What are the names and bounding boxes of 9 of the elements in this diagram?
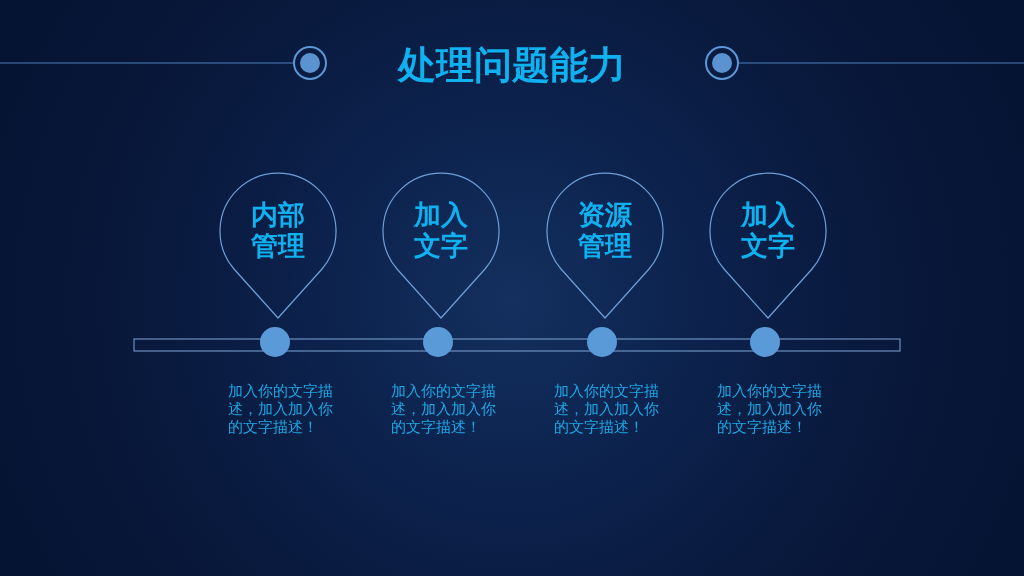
description-text: 加入你的文字描述，加入加入你的文字描述！ — [554, 382, 660, 436]
title-text: 处理问题能力 — [398, 43, 626, 87]
pin-title: 资源管理 — [577, 199, 633, 261]
description-text: 加入你的文字描述，加入加入你的文字描述！ — [717, 382, 823, 436]
pin-title: 内部管理 — [250, 199, 306, 261]
pin-title: 加入文字 — [412, 199, 469, 261]
description-text: 加入你的文字描述，加入加入你的文字描述！ — [228, 382, 334, 436]
pin-title: 加入文字 — [739, 199, 796, 261]
description-text: 加入你的文字描述，加入加入你的文字描述！ — [391, 382, 497, 436]
